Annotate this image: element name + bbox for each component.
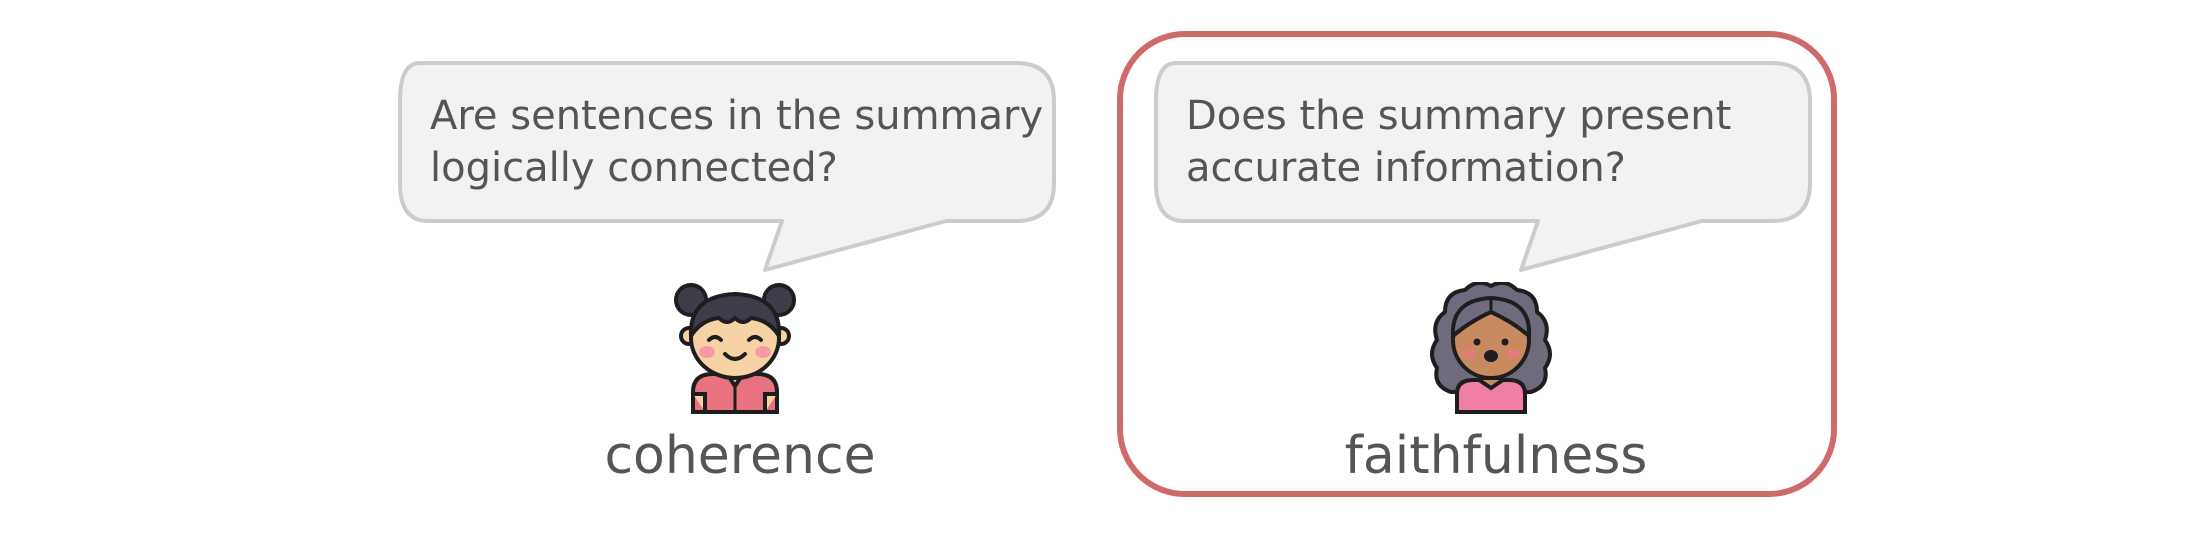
criterion-label: faithfulness bbox=[1344, 426, 1648, 486]
criterion-panel-faithfulness: Does the summary present accurate inform… bbox=[1146, 0, 1846, 540]
question-text: Does the summary present accurate inform… bbox=[1186, 93, 1732, 191]
speech-bubble bbox=[398, 61, 1056, 272]
girl-with-curly-hair-icon bbox=[1430, 282, 1552, 414]
selected-criterion-highlight bbox=[1117, 31, 1837, 497]
girl-with-buns-icon bbox=[674, 283, 796, 414]
speech-bubble bbox=[1154, 61, 1812, 272]
question-text: Are sentences in the summary logically c… bbox=[430, 93, 1044, 191]
criterion-panel-coherence: Are sentences in the summary logically c… bbox=[390, 0, 1090, 540]
criterion-label: coherence bbox=[604, 426, 876, 486]
